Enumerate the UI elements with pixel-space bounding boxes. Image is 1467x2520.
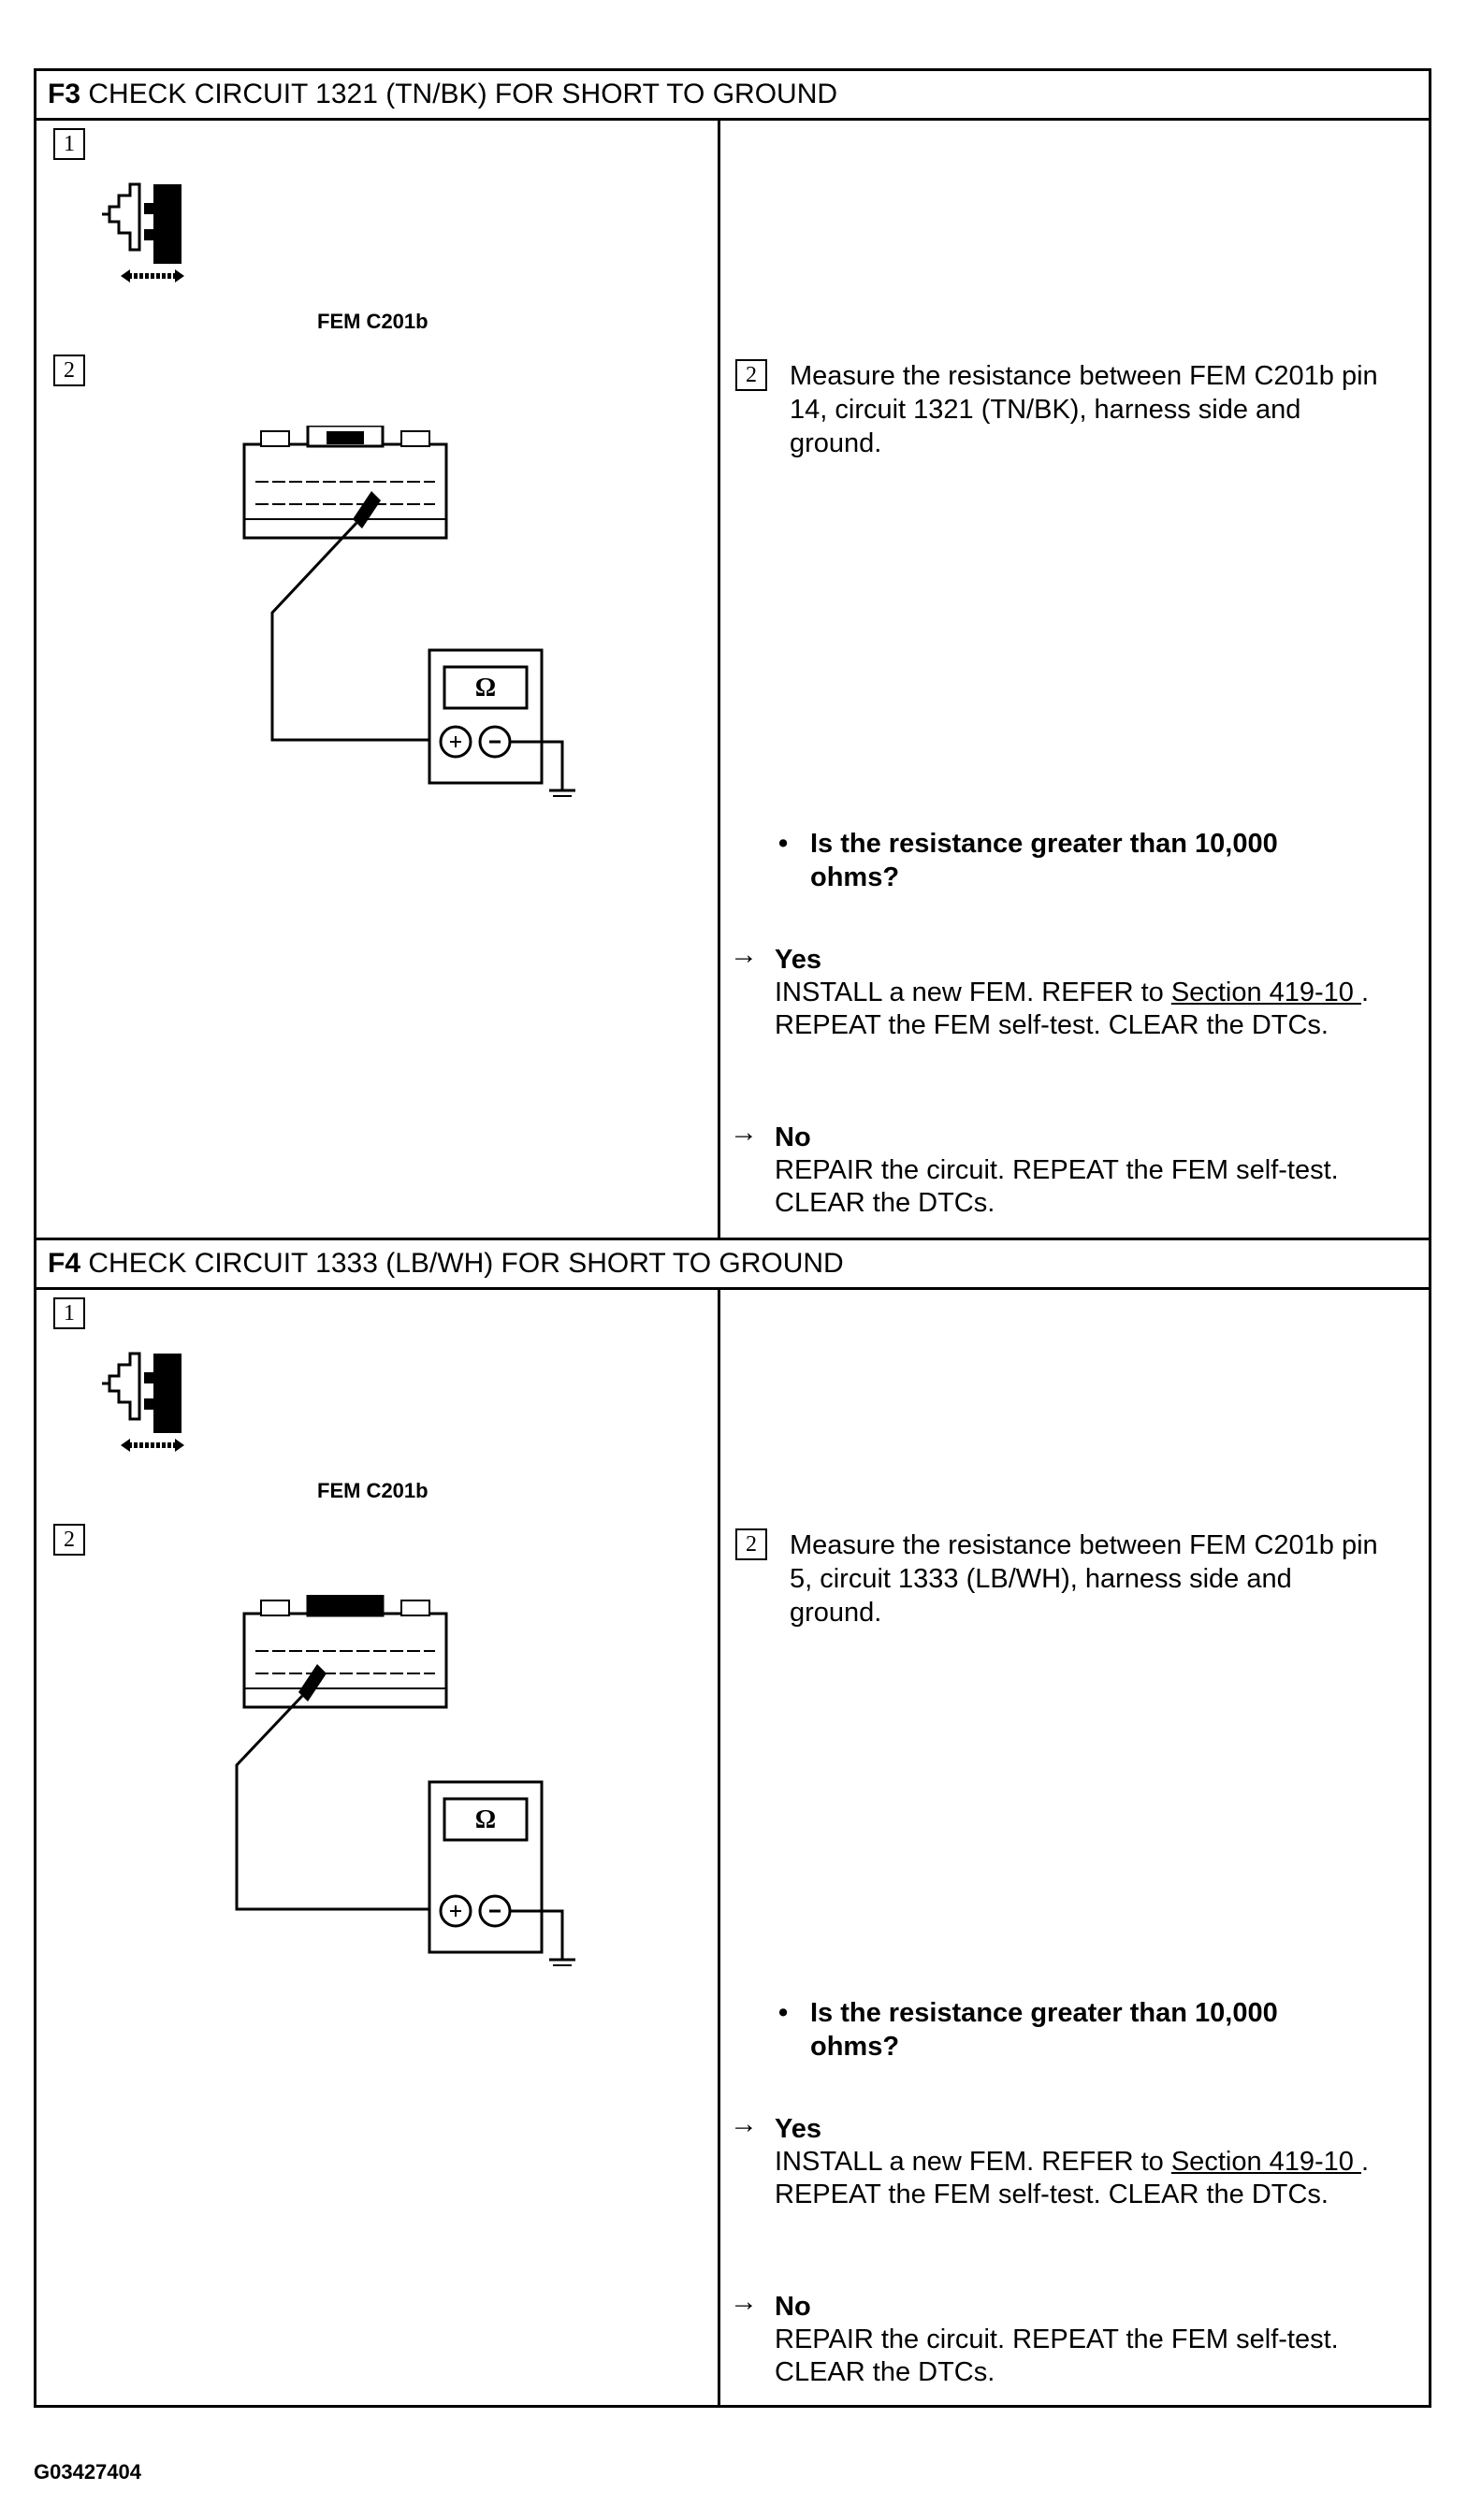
question: • Is the resistance greater than 10,000 …: [778, 1996, 1358, 2064]
answer-no-text: REPAIR the circuit. REPEAT the FEM self-…: [775, 1155, 1339, 1218]
answer-yes: → Yes INSTALL a new FEM. REFER to Sectio…: [730, 939, 1403, 1042]
measure-instruction: 2 Measure the resistance between FEM C20…: [735, 359, 1390, 460]
disconnect-connector-icon: [102, 182, 184, 282]
step-id: F3: [48, 79, 81, 109]
section-title: CHECK CIRCUIT 1321 (TN/BK) FOR SHORT TO …: [88, 79, 838, 109]
answer-no: → No REPAIR the circuit. REPEAT the FEM …: [730, 2286, 1403, 2389]
answer-yes-text: INSTALL a new FEM. REFER to Section 419-…: [775, 2147, 1370, 2209]
section-f3: F3 CHECK CIRCUIT 1321 (TN/BK) FOR SHORT …: [34, 68, 1431, 1238]
ohm-symbol: Ω: [475, 1805, 496, 1834]
instruction-panel: 2 Measure the resistance between FEM C20…: [720, 1290, 1429, 2405]
section-header: F3 CHECK CIRCUIT 1321 (TN/BK) FOR SHORT …: [36, 71, 1429, 121]
illustration-panel: 1 FEM C201b 2: [36, 1290, 720, 2405]
answer-no-text: REPAIR the circuit. REPEAT the FEM self-…: [775, 2324, 1339, 2387]
step-1-box: 1: [53, 128, 85, 160]
section-link[interactable]: Section 419-10: [1170, 2147, 1361, 2177]
illustration-panel: 1 FEM C201b 2: [36, 121, 720, 1238]
answer-yes-title: Yes: [775, 2114, 821, 2144]
step-2-box: 2: [735, 1528, 767, 1560]
arrow-icon: →: [730, 2286, 758, 2317]
procedure-table: F3 CHECK CIRCUIT 1321 (TN/BK) FOR SHORT …: [34, 68, 1431, 2408]
step-id: F4: [48, 1248, 81, 1279]
step-2-box: 2: [53, 1524, 85, 1556]
answer-no-title: No: [775, 1122, 811, 1152]
section-title: CHECK CIRCUIT 1333 (LB/WH) FOR SHORT TO …: [88, 1248, 844, 1279]
measure-text: Measure the resistance between FEM C201b…: [790, 1530, 1378, 1628]
step-2-box: 2: [53, 355, 85, 386]
bullet-icon: •: [778, 829, 789, 859]
answer-yes-text: INSTALL a new FEM. REFER to Section 419-…: [775, 978, 1370, 1040]
disconnect-connector-icon: [102, 1352, 184, 1452]
ohmmeter-diagram: Ω: [242, 426, 575, 797]
measure-text: Measure the resistance between FEM C201b…: [790, 361, 1378, 458]
bullet-icon: •: [778, 1998, 789, 2028]
question: • Is the resistance greater than 10,000 …: [778, 827, 1358, 894]
answer-no: → No REPAIR the circuit. REPEAT the FEM …: [730, 1117, 1403, 1220]
connector-label: FEM C201b: [317, 1479, 428, 1502]
section-header: F4 CHECK CIRCUIT 1333 (LB/WH) FOR SHORT …: [36, 1240, 1429, 1290]
step-1-box: 1: [53, 1297, 85, 1329]
connector-label: FEM C201b: [317, 310, 428, 333]
arrow-icon: →: [730, 1117, 758, 1148]
answer-yes-title: Yes: [775, 945, 821, 975]
answer-no-title: No: [775, 2292, 811, 2322]
arrow-icon: →: [730, 2108, 758, 2139]
arrow-icon: →: [730, 939, 758, 970]
section-link[interactable]: Section 419-10: [1170, 978, 1361, 1007]
ohmmeter-diagram: Ω: [235, 1595, 575, 1966]
question-text: Is the resistance greater than 10,000 oh…: [810, 829, 1278, 892]
step-2-box: 2: [735, 359, 767, 391]
measure-instruction: 2 Measure the resistance between FEM C20…: [735, 1528, 1390, 1629]
instruction-panel: 2 Measure the resistance between FEM C20…: [720, 121, 1429, 1238]
answer-yes: → Yes INSTALL a new FEM. REFER to Sectio…: [730, 2108, 1403, 2211]
figure-id: G03427404: [34, 2460, 141, 2484]
question-text: Is the resistance greater than 10,000 oh…: [810, 1998, 1278, 2062]
ohm-symbol: Ω: [475, 673, 496, 702]
section-f4: F4 CHECK CIRCUIT 1333 (LB/WH) FOR SHORT …: [34, 1238, 1431, 2408]
